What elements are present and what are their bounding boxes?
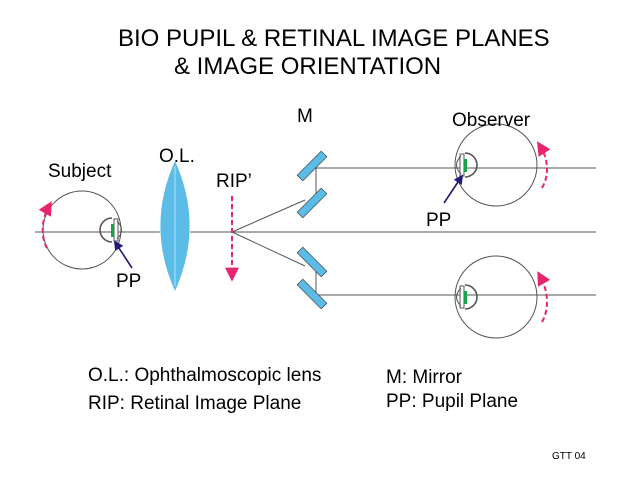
mirror-1 <box>296 150 328 182</box>
pp-pointer-observer <box>443 174 464 204</box>
lens-label: O.L. <box>159 146 195 167</box>
observer-pupil-marker-lower <box>464 291 467 304</box>
subject-label: Subject <box>48 161 112 182</box>
ray-upper <box>231 199 306 233</box>
observer-retinal-arrow-upper <box>536 141 551 189</box>
observer-label: Observer <box>452 110 531 131</box>
observer-eye-upper <box>454 123 551 207</box>
title-line-1: BIO PUPIL & RETINAL IMAGE PLANES <box>118 25 550 52</box>
observer-eye-lower <box>454 255 551 339</box>
footer-code: GTT 04 <box>552 451 586 462</box>
observer-retinal-arrow-lower <box>537 271 551 323</box>
legend-pp: PP: Pupil Plane <box>386 391 519 412</box>
ray-lower <box>231 231 306 267</box>
mirror-4 <box>296 278 328 310</box>
legend-m: M: Mirror <box>386 367 462 388</box>
rip-label: RIP’ <box>216 171 252 192</box>
pp-pointer-subject <box>113 240 133 269</box>
subject-pupil-marker <box>111 224 114 237</box>
title-line-2: & IMAGE ORIENTATION <box>174 53 442 80</box>
legend-ol: O.L.: Ophthalmoscopic lens <box>88 365 322 386</box>
pp-subject-label: PP <box>116 271 142 292</box>
observer-pupil-marker-upper <box>464 159 467 172</box>
subject-eye <box>38 190 122 270</box>
subject-retinal-arrow <box>38 201 52 249</box>
mirror-label: M <box>297 106 313 127</box>
mirror-2 <box>296 187 328 219</box>
pp-observer-label: PP <box>426 210 452 231</box>
legend-rip: RIP: Retinal Image Plane <box>88 393 302 414</box>
mirror-3 <box>296 246 328 278</box>
